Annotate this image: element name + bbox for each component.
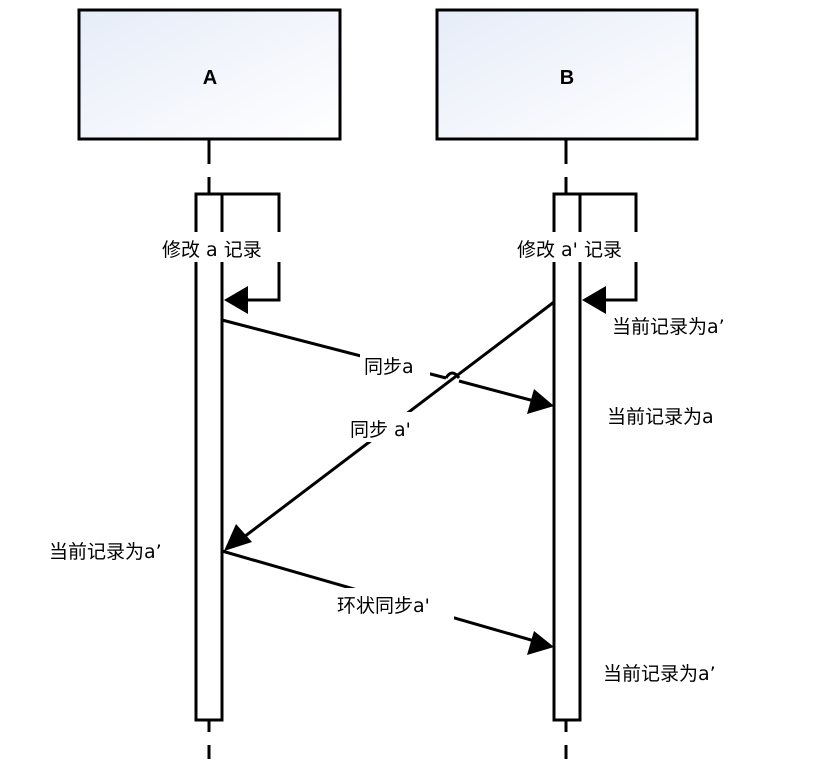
lifeline-b-label: B	[560, 67, 574, 89]
self-message-b-label: 修改 a' 记录	[517, 239, 622, 261]
note-b2: 当前记录为a	[607, 406, 714, 428]
lifeline-b-box[interactable]	[435, 8, 699, 141]
self-message-a-label: 修改 a 记录	[162, 239, 262, 261]
message-self-a[interactable]: 修改 a 记录	[158, 192, 286, 314]
label-bg	[346, 412, 436, 442]
sync-a-label: 同步a	[364, 356, 414, 378]
ring-sync-label: 环状同步a'	[337, 595, 430, 617]
note-a1: 当前记录为a’	[49, 541, 162, 563]
lifeline-a-label: A	[203, 67, 217, 89]
label-bg	[334, 588, 454, 620]
label-bg	[360, 350, 430, 378]
activation-bar-b[interactable]	[552, 192, 582, 722]
line-hop	[444, 371, 461, 379]
arrowhead-icon	[582, 286, 606, 314]
label-bg	[514, 232, 646, 262]
arrowhead-icon	[527, 631, 554, 655]
note-b1: 当前记录为a’	[612, 316, 725, 338]
message-ring-sync[interactable]: 环状同步a'	[221, 549, 554, 655]
note-b3: 当前记录为a’	[603, 663, 716, 685]
message-sync-a-prime[interactable]: 同步 a'	[224, 300, 555, 551]
label-bg	[158, 232, 286, 262]
sync-a-line	[458, 379, 539, 404]
lifeline-a: A	[77, 8, 342, 759]
lifeline-b: B	[435, 8, 699, 759]
message-self-b[interactable]: 修改 a' 记录	[514, 192, 646, 314]
activation-bar-a[interactable]	[194, 192, 224, 722]
arrowhead-icon	[224, 286, 248, 314]
arrowhead-icon	[527, 389, 554, 414]
sync-a-prime-label: 同步 a'	[350, 419, 411, 441]
arrowhead-icon	[224, 524, 252, 551]
message-sync-a[interactable]: 同步a	[221, 318, 554, 414]
lifeline-a-box[interactable]	[77, 8, 342, 141]
